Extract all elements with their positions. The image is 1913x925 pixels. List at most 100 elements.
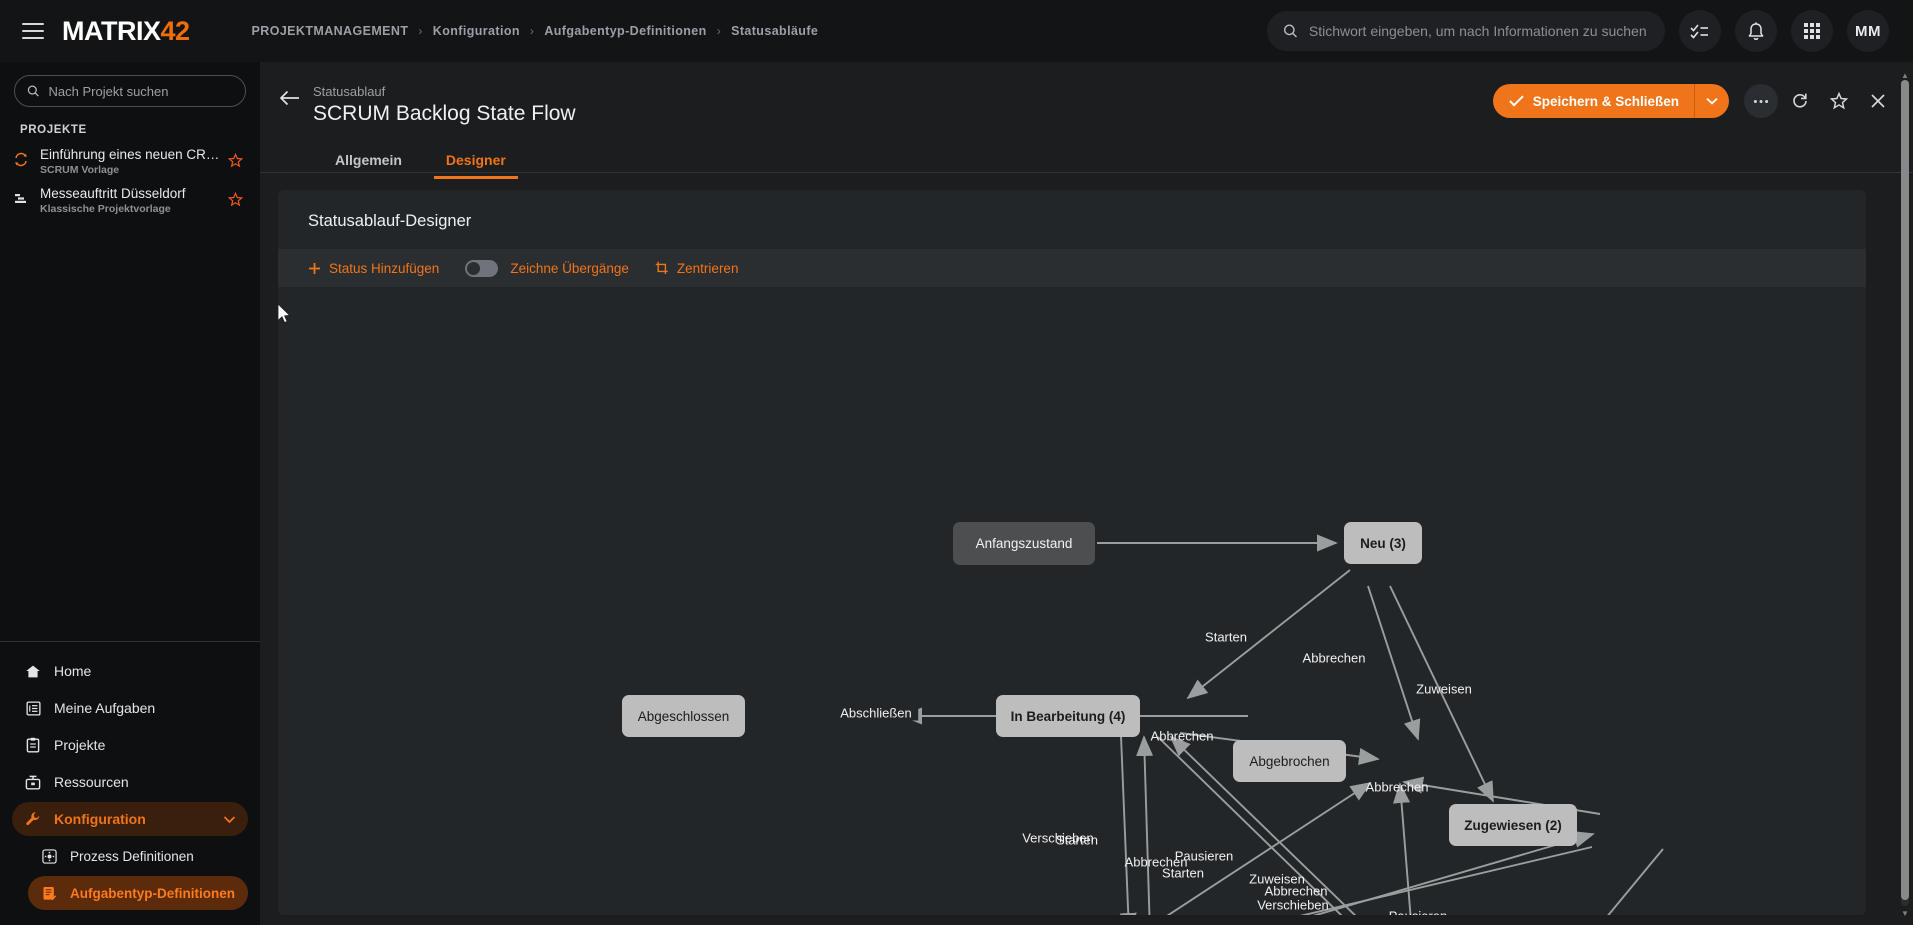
edge-zugewiesen-pausiert [1607, 848, 1664, 915]
briefcase-icon [24, 775, 42, 790]
close-button[interactable] [1861, 84, 1895, 118]
state-node-abgeschlossen[interactable]: Abgeschlossen [622, 695, 745, 737]
project-list-item[interactable]: Einführung eines neuen CR… SCRUM Vorlage [0, 142, 260, 181]
project-search[interactable] [14, 75, 246, 107]
breadcrumb-separator: › [716, 24, 722, 38]
main-content: Statusablauf SCRUM Backlog State Flow Al… [260, 62, 1913, 925]
state-node-label: Abgebrochen [1249, 753, 1330, 769]
tasks-icon[interactable] [1679, 10, 1721, 52]
sidebar-item-prozess-definitionen[interactable]: Prozess Definitionen [28, 839, 248, 873]
center-label: Zentrieren [676, 260, 739, 276]
search-input[interactable] [1308, 23, 1649, 39]
card-title: Statusablauf-Designer [308, 212, 472, 230]
edge-bearbeitung-aufgeschoben [1119, 735, 1137, 915]
sidebar-item-projekte[interactable]: Projekte [12, 728, 248, 762]
gear-icon [40, 848, 58, 864]
sidebar-item-konfiguration[interactable]: Konfiguration [12, 802, 248, 836]
toggle-knob [467, 261, 481, 275]
tab-allgemein[interactable]: Allgemein [335, 152, 402, 168]
project-list-item[interactable]: Messeauftritt Düsseldorf Klassische Proj… [0, 181, 260, 220]
scrollbar-thumb[interactable] [1901, 80, 1909, 900]
edge-aufgeschoben-bearbeitung [1136, 735, 1154, 915]
scroll-up-arrow[interactable]: ▲ [1901, 70, 1909, 80]
save-and-close-button[interactable]: Speichern & Schließen [1492, 84, 1729, 118]
save-and-close-main[interactable]: Speichern & Schließen [1493, 84, 1695, 118]
arrow-left-icon[interactable] [276, 84, 304, 112]
avatar[interactable]: MM [1847, 10, 1889, 52]
edge-pausiert-bearbeitung [1169, 735, 1357, 915]
logo-accent-text: 42 [160, 15, 191, 46]
breadcrumb-item-0[interactable]: PROJEKTMANAGEMENT [251, 24, 409, 38]
project-name: Einführung eines neuen CR… [40, 147, 220, 162]
project-text: Messeauftritt Düsseldorf Klassische Proj… [40, 186, 220, 215]
sidebar-item-ressourcen[interactable]: Ressourcen [12, 765, 248, 799]
state-node-label: Zugewiesen (2) [1464, 817, 1562, 833]
clipboard-icon [24, 737, 42, 753]
page-header: Statusablauf SCRUM Backlog State Flow Al… [260, 62, 1913, 179]
crop-icon [655, 261, 668, 274]
chevron-down-icon[interactable] [223, 811, 236, 827]
sidebar-item-meine-aufgaben[interactable]: Meine Aufgaben [12, 691, 248, 725]
edge-neu-zugewiesen [1389, 585, 1494, 803]
save-and-close-label: Speichern & Schließen [1532, 93, 1679, 109]
favorite-star-icon[interactable] [227, 186, 246, 212]
breadcrumb-item-3[interactable]: Statusabläufe [731, 24, 819, 38]
logo-text: MATRIX [62, 15, 161, 46]
state-node-anfangszustand[interactable]: Anfangszustand [953, 522, 1095, 565]
toggle-track[interactable] [465, 259, 499, 277]
edge-neu-bearbeitung [1186, 569, 1351, 700]
favorite-button[interactable] [1822, 84, 1856, 118]
add-status-button[interactable]: Status Hinzufügen [308, 261, 439, 276]
state-node-label: Anfangszustand [975, 536, 1073, 551]
top-bar: MATRIX42 PROJEKTMANAGEMENT › Konfigurati… [0, 0, 1913, 62]
sidebar-item-label: Ressourcen [54, 774, 129, 790]
sidebar: PROJEKTE Einführung eines neuen CR… SCRU… [0, 62, 260, 925]
more-options-button[interactable] [1744, 84, 1778, 118]
state-flow-canvas[interactable]: Anfangszustand Neu (3) Abgeschlossen In … [278, 304, 1866, 915]
scroll-down-arrow[interactable]: ▼ [1901, 908, 1909, 918]
edge-zugewiesen-aufgeschoben [1300, 846, 1593, 915]
apps-grid-icon[interactable] [1791, 10, 1833, 52]
page-eyebrow: Statusablauf [313, 84, 386, 99]
sidebar-item-home[interactable]: Home [12, 654, 248, 688]
tab-designer[interactable]: Designer [424, 144, 528, 179]
edge-pausiert-abgebrochen [1392, 782, 1412, 915]
plus-icon [309, 262, 320, 274]
designer-toolbar: Status Hinzufügen Zeichne Übergänge Zent… [278, 249, 1866, 287]
project-search-input[interactable] [48, 83, 233, 99]
breadcrumb-item-1[interactable]: Konfiguration [432, 24, 520, 38]
save-dropdown-caret[interactable] [1695, 84, 1729, 118]
project-text: Einführung eines neuen CR… SCRUM Vorlage [40, 147, 220, 176]
project-subtitle: SCRUM Vorlage [40, 164, 120, 176]
global-search[interactable] [1267, 11, 1665, 51]
state-node-label: Abgeschlossen [637, 708, 730, 724]
tab-bar: Allgemein Designer [313, 144, 528, 179]
favorite-star-icon[interactable] [227, 147, 246, 173]
refresh-button[interactable] [1783, 84, 1817, 118]
state-node-abgebrochen[interactable]: Abgebrochen [1233, 740, 1346, 782]
gantt-icon [10, 186, 32, 205]
avatar-initials: MM [1855, 22, 1881, 40]
breadcrumb-separator: › [529, 24, 535, 38]
center-button[interactable]: Zentrieren [655, 260, 739, 276]
hamburger-icon[interactable] [22, 23, 44, 39]
state-node-neu[interactable]: Neu (3) [1344, 522, 1422, 564]
edge-aufgeschoben-zugewiesen [1312, 831, 1595, 915]
divider [0, 641, 260, 642]
check-icon [1508, 95, 1524, 107]
draw-transitions-toggle[interactable]: Zeichne Übergänge [465, 259, 629, 277]
sidebar-item-aufgabentyp-definitionen[interactable]: Aufgabentyp-Definitionen [28, 876, 248, 910]
breadcrumb-item-2[interactable]: Aufgabentyp-Definitionen [544, 24, 707, 38]
sidebar-nav: Home Meine Aufgaben [0, 641, 260, 925]
edge-aufgeschoben-abgebrochen [1166, 781, 1372, 915]
refresh-icon [1793, 93, 1807, 108]
wrench-icon [24, 811, 42, 827]
bell-icon[interactable] [1735, 10, 1777, 52]
vertical-scrollbar[interactable]: ▲ ▼ [1899, 70, 1910, 918]
top-bar-actions: MM [1267, 10, 1913, 52]
sidebar-item-label: Aufgabentyp-Definitionen [70, 885, 235, 901]
edge-bearbeitung-pausiert [1157, 736, 1343, 915]
state-node-zugewiesen[interactable]: Zugewiesen (2) [1449, 804, 1577, 846]
state-node-in-bearbeitung[interactable]: In Bearbeitung (4) [996, 695, 1140, 737]
close-icon [1871, 94, 1885, 108]
